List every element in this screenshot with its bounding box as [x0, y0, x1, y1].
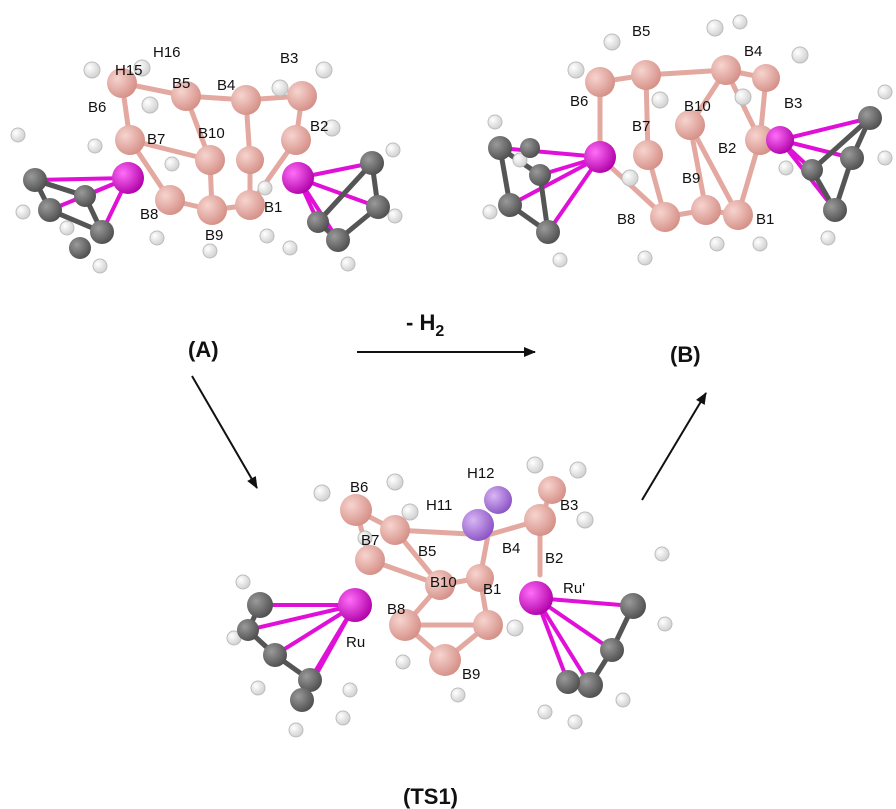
atom-labels-b: B1 B2 B3 B4 B5 B6 B7 B8 B9 B10 — [570, 23, 802, 228]
atom-label: B8 — [140, 206, 158, 223]
borons-a — [107, 68, 317, 225]
ruthenium-a — [112, 162, 314, 194]
atom-label: B4 — [217, 77, 235, 94]
panel-label-ts1: (TS1) — [403, 784, 458, 809]
atom-label: B5 — [418, 543, 436, 560]
borons-ts1 — [340, 476, 566, 676]
carbons-a — [23, 151, 390, 259]
atom-label: B6 — [88, 99, 106, 116]
atom-label: B3 — [784, 95, 802, 112]
atom-label: Ru — [346, 634, 365, 651]
atom-label: B5 — [632, 23, 650, 40]
atom-label: B10 — [430, 574, 457, 591]
reaction-arrows — [191, 347, 707, 501]
h2-loss-label: - H2 — [406, 310, 444, 340]
migrating-h12 — [484, 486, 512, 514]
atom-label: B2 — [545, 550, 563, 567]
atom-label: B10 — [198, 125, 225, 142]
atom-label: B8 — [617, 211, 635, 228]
atom-label: H15 — [115, 62, 143, 79]
atom-labels-ts1: B1 B2 B3 B4 B5 B6 B7 B8 B9 B10 H11 H12 R… — [346, 465, 585, 683]
ruthenium-ts1 — [338, 581, 553, 622]
atom-label: B7 — [147, 131, 165, 148]
atom-label: B3 — [560, 497, 578, 514]
carbons-ts1 — [237, 592, 646, 712]
atom-label: B4 — [502, 540, 520, 557]
atom-labels-a: B1 B2 B3 B4 B5 B6 B7 B8 B9 B10 H15 H16 — [88, 44, 328, 244]
atom-label: B5 — [172, 75, 190, 92]
atom-label: B7 — [361, 532, 379, 549]
molecule-ts1: B1 B2 B3 B4 B5 B6 B7 B8 B9 B10 H11 H12 R… — [226, 456, 673, 738]
borons-b — [585, 55, 780, 232]
migrating-h11 — [462, 509, 494, 541]
molecule-b: B1 B2 B3 B4 B5 B6 B7 B8 B9 B10 — [482, 14, 893, 268]
migrating-hydrogens — [462, 486, 512, 541]
atom-label: B9 — [205, 227, 223, 244]
arrow-ts1-to-b — [641, 392, 707, 501]
ruthenium-b — [584, 126, 794, 173]
atom-label: B2 — [310, 118, 328, 135]
atom-label: H16 — [153, 44, 181, 61]
atom-label: B3 — [280, 50, 298, 67]
atom-label: H12 — [467, 465, 495, 482]
atom-label: B10 — [684, 98, 711, 115]
atom-label: B1 — [483, 581, 501, 598]
hydrogens-ts1 — [226, 456, 673, 738]
atom-label: B1 — [264, 199, 282, 216]
atom-label: B7 — [632, 118, 650, 135]
h2-label-subscript: 2 — [435, 323, 444, 340]
atom-label: B8 — [387, 601, 405, 618]
atom-label: B4 — [744, 43, 762, 60]
hydrogens-b — [482, 14, 893, 268]
hydrogens-a — [10, 59, 403, 274]
atom-label: B1 — [756, 211, 774, 228]
arrow-a-to-ts1 — [191, 375, 258, 489]
atom-label: B2 — [718, 140, 736, 157]
atom-label: Ru' — [563, 580, 585, 597]
panel-label-a: (A) — [188, 337, 219, 362]
h2-label-main: - H — [406, 310, 435, 335]
atom-label: B6 — [350, 479, 368, 496]
panel-label-b: (B) — [670, 342, 701, 367]
atom-label: H11 — [426, 497, 452, 514]
atom-label: B6 — [570, 93, 588, 110]
atom-label: B9 — [462, 666, 480, 683]
molecule-a: B1 B2 B3 B4 B5 B6 B7 B8 B9 B10 H15 H16 — [10, 44, 403, 274]
carbons-b — [488, 106, 882, 244]
atom-label: B9 — [682, 170, 700, 187]
